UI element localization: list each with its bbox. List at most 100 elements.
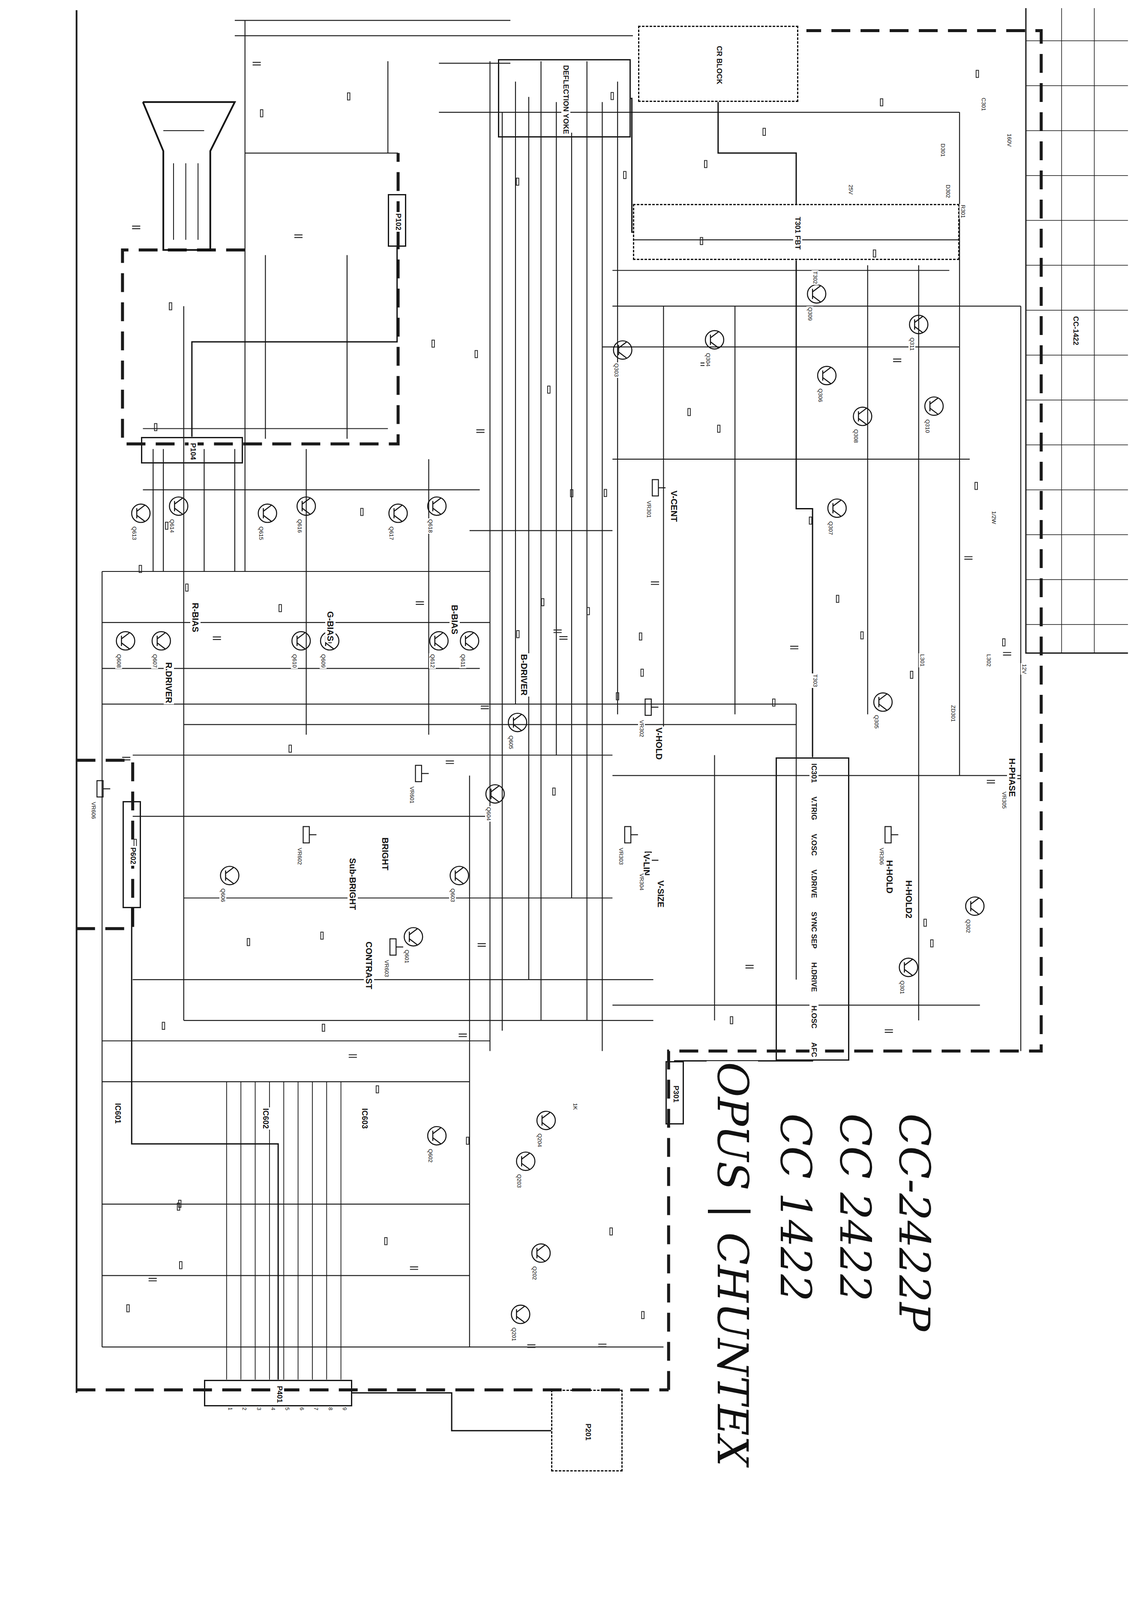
potentiometer-label: VR602 <box>296 847 303 867</box>
resistor-symbol <box>516 178 519 186</box>
component-label: T303 <box>811 673 819 689</box>
wire <box>240 1082 242 1381</box>
wire <box>101 704 797 705</box>
wire <box>234 449 236 572</box>
control-label: Sub-BRIGHT <box>347 857 358 912</box>
wire <box>795 704 797 981</box>
connector: P401 <box>203 1380 352 1407</box>
node-label: SYNC SEP <box>809 910 819 951</box>
component-label: 1K <box>572 1102 579 1112</box>
wire <box>101 1081 470 1083</box>
resistor-symbol <box>154 423 157 432</box>
transistor-symbol <box>516 1152 535 1171</box>
potentiometer-symbol <box>96 780 111 798</box>
transistor-symbol <box>873 692 893 712</box>
resistor-symbol <box>717 425 721 433</box>
transistor-symbol <box>220 866 240 885</box>
transistor-label: Q618 <box>426 518 434 534</box>
node-label: P201 <box>583 1422 593 1443</box>
potentiometer-symbol <box>302 827 317 844</box>
yoke-connector: DEFLECTION YOKE <box>497 59 631 138</box>
wire <box>326 1082 327 1381</box>
text-group: P301 <box>671 1084 681 1105</box>
component-label: 1/2W <box>990 510 998 525</box>
wire <box>101 622 490 624</box>
wire <box>234 20 511 21</box>
resistor-symbol <box>923 919 927 927</box>
component-label: 7 <box>312 1406 320 1412</box>
transistor-symbol <box>853 407 872 426</box>
transistor-label: Q611 <box>459 653 467 669</box>
control-label: V-SIZE <box>655 879 666 909</box>
potentiometer-symbol <box>389 939 404 956</box>
transistor-symbol <box>429 632 449 651</box>
control-label: H-HOLD2 <box>903 879 915 920</box>
transistor-label: Q606 <box>219 887 227 904</box>
node-label: CR BLOCK <box>714 44 724 86</box>
resistor-symbol <box>836 595 840 603</box>
wire <box>162 449 164 572</box>
capacitor-symbol <box>598 1344 607 1348</box>
transistor-symbol <box>965 897 984 916</box>
transistor-symbol <box>427 1127 447 1146</box>
potentiometer-label: VR305 <box>1000 791 1008 810</box>
wire <box>612 458 970 460</box>
component-label: 6 <box>298 1406 306 1412</box>
wire-connector <box>191 246 398 437</box>
wire <box>489 61 491 1052</box>
wire <box>1020 306 1022 1052</box>
resistor-symbol <box>700 237 703 245</box>
connector: P102 <box>387 194 407 248</box>
connector: P201 <box>551 1390 623 1472</box>
title-grid <box>1025 624 1128 626</box>
transistor-symbol <box>450 866 469 885</box>
handwritten-note: CC 2422 <box>829 1112 881 1303</box>
capacitor-symbol <box>131 226 141 229</box>
control-label: IC602 <box>260 1107 270 1130</box>
component-label: 4 <box>269 1406 277 1412</box>
capacitor-symbol <box>559 636 568 640</box>
wire <box>387 61 389 153</box>
board-edge <box>75 10 78 1394</box>
wire <box>571 132 573 899</box>
capacitor-symbol <box>445 761 454 764</box>
title-grid <box>1025 130 1128 132</box>
capacitor-symbol <box>480 706 489 709</box>
capacitor-symbol <box>294 234 303 238</box>
control-label: IC601 <box>112 1102 123 1125</box>
wire <box>244 20 246 572</box>
transistor-symbol <box>169 497 188 516</box>
node-label: H.DRIVE <box>809 961 819 994</box>
transistor-label: Q306 <box>816 387 824 404</box>
transistor-symbol <box>508 713 527 732</box>
wire <box>528 96 530 981</box>
potentiometer-label: VR603 <box>383 959 390 979</box>
component-label: 2 <box>241 1406 249 1412</box>
resistor-symbol <box>687 408 691 417</box>
wire <box>612 269 950 271</box>
transistor-label: Q605 <box>507 734 515 751</box>
resistor-symbol <box>185 584 189 592</box>
crt-tube <box>142 101 235 250</box>
resistor-symbol <box>169 302 172 311</box>
title-grid <box>1025 354 1128 356</box>
resistor-symbol <box>466 1137 469 1145</box>
wire <box>183 897 613 899</box>
resistor-symbol <box>288 745 292 753</box>
title-grid <box>1094 8 1095 654</box>
title-grid <box>1025 489 1128 491</box>
wire <box>340 1082 342 1381</box>
board-boundary <box>76 760 133 930</box>
transistor-symbol <box>291 632 311 651</box>
node-label: DEFLECTION YOKE <box>561 63 571 136</box>
resistor-symbol <box>623 171 627 179</box>
node-label: P401 <box>274 1384 284 1405</box>
crt-electrode <box>173 163 174 240</box>
transistor-label: Q303 <box>612 362 620 378</box>
resistor-symbol <box>360 508 364 516</box>
transistor-label: Q308 <box>852 428 860 444</box>
wire <box>142 489 480 491</box>
resistor-symbol <box>873 249 876 258</box>
transistor-label: Q601 <box>403 949 411 965</box>
